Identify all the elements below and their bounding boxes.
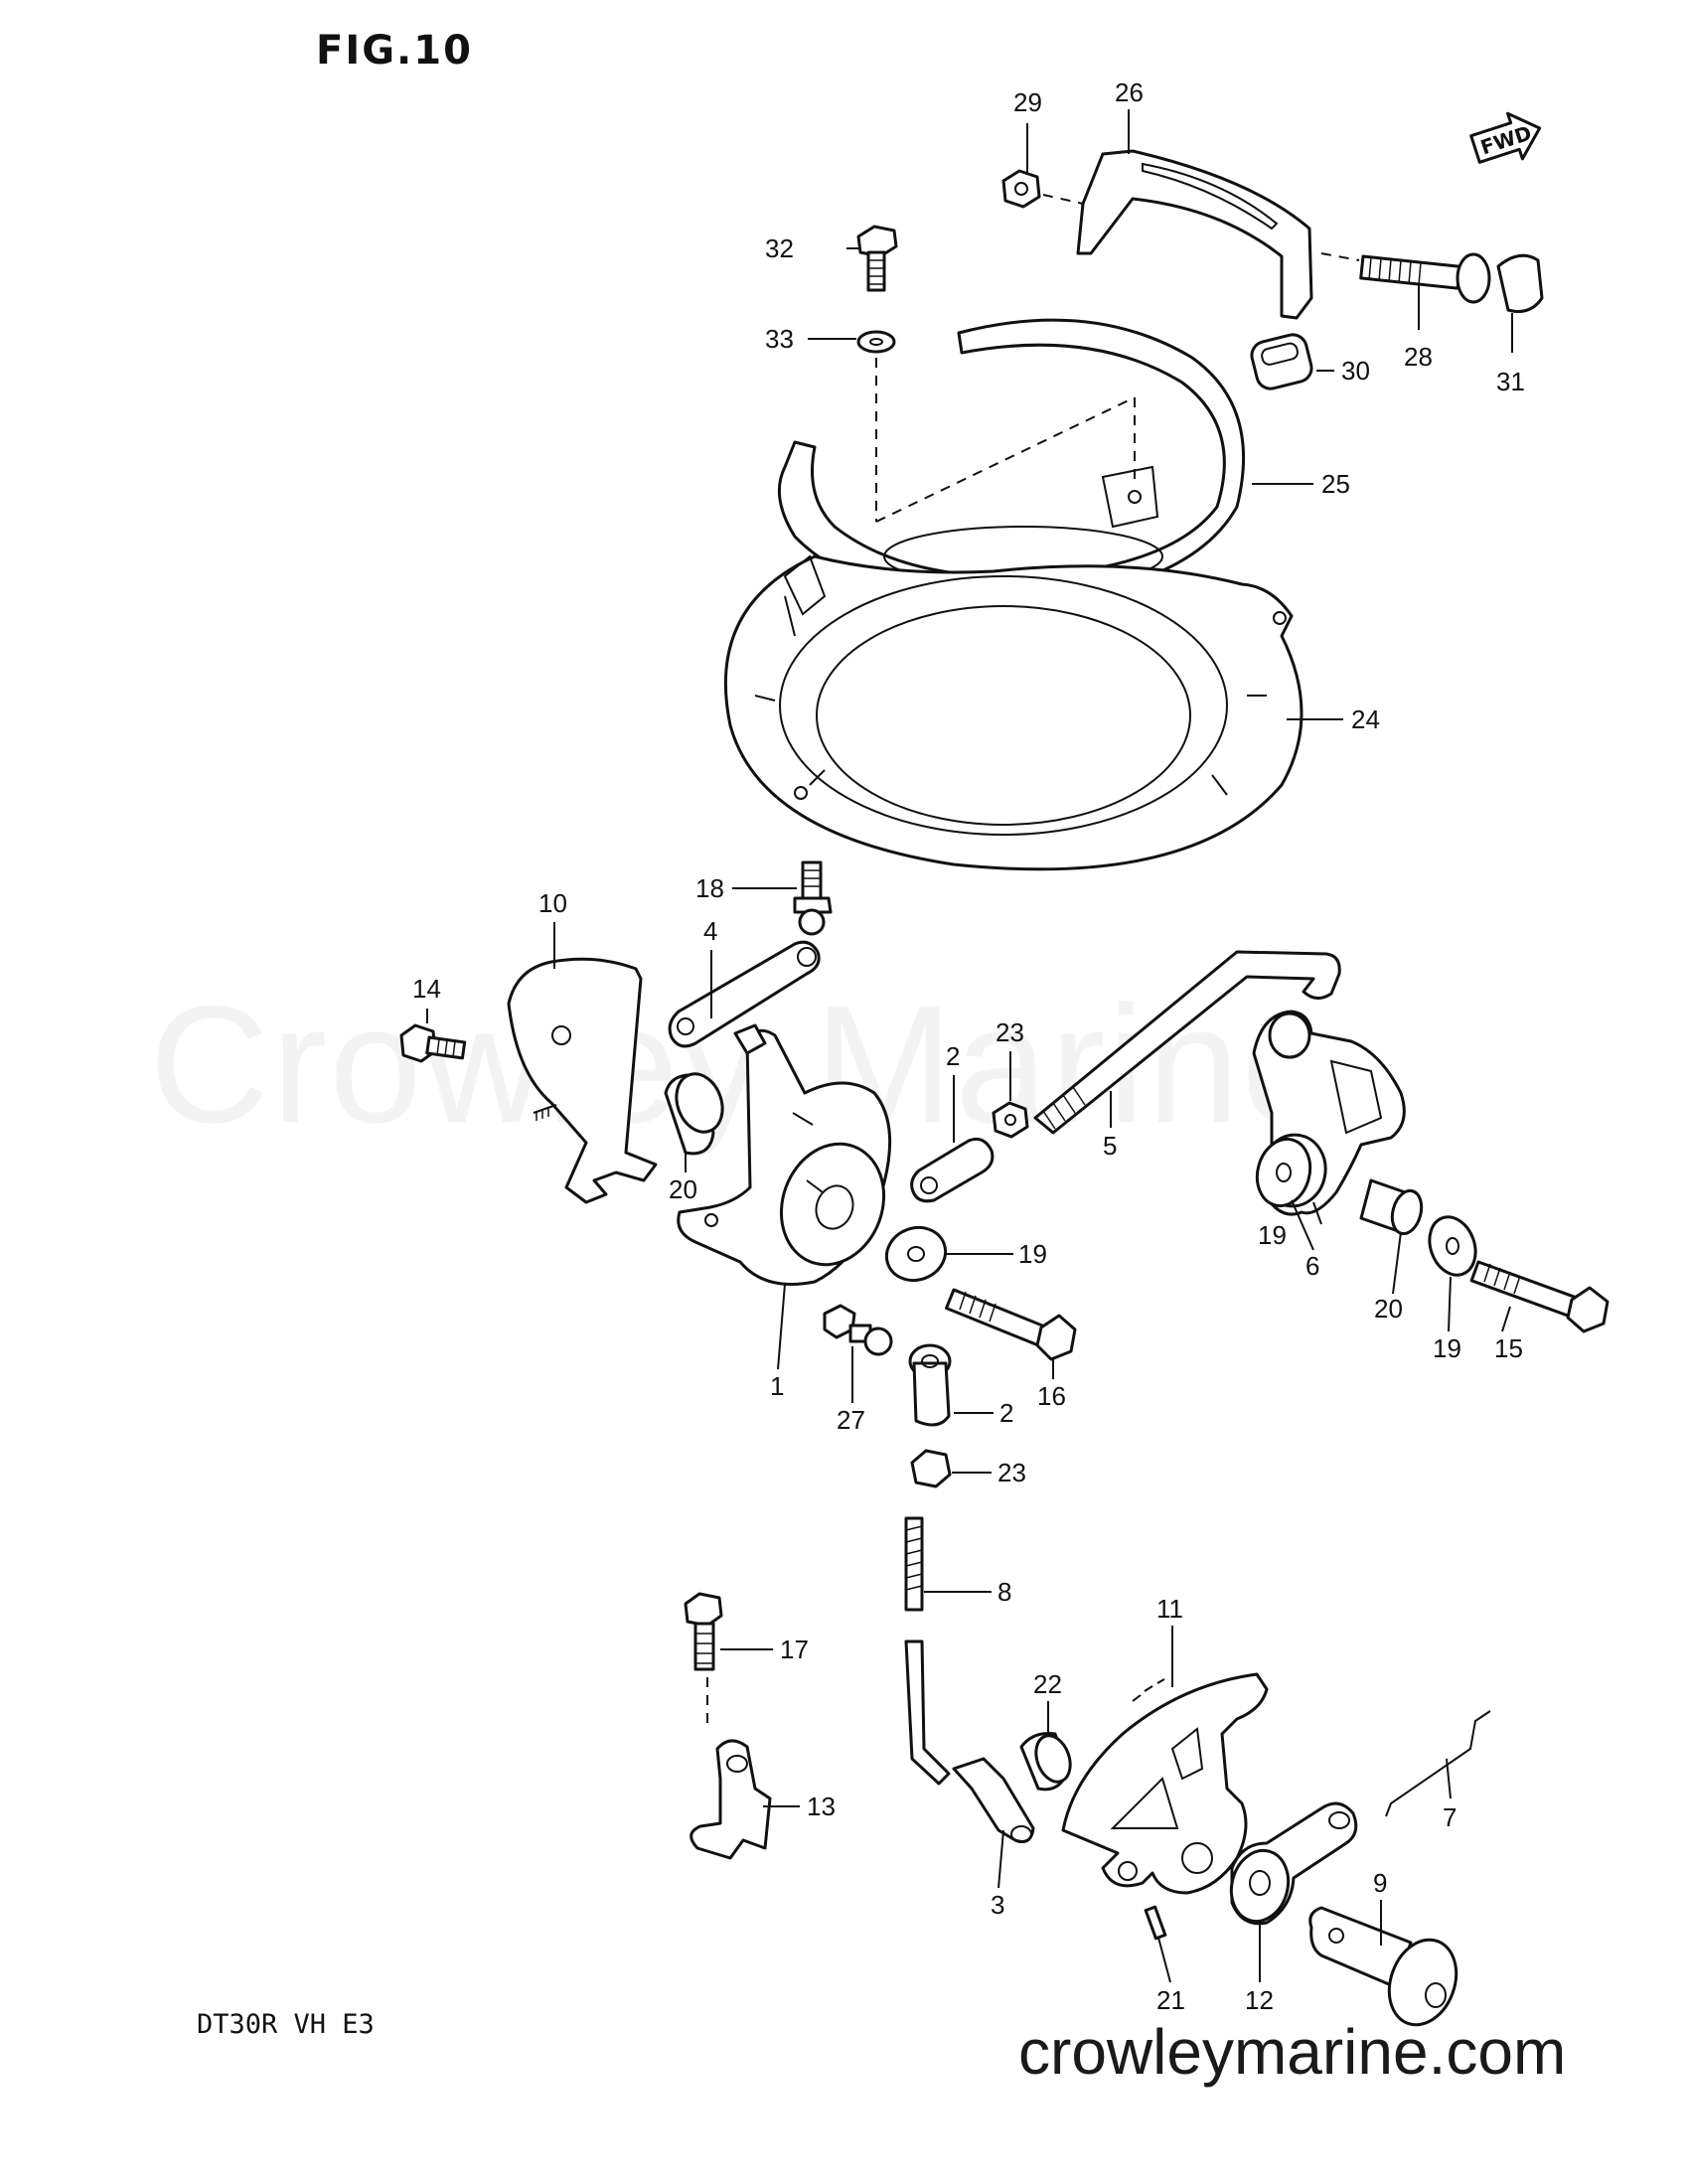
callout-3: 3 <box>991 1890 1004 1920</box>
figure-title: FIG.10 <box>316 28 473 74</box>
callout-19a: 19 <box>1018 1239 1047 1269</box>
model-code: DT30R VH E3 <box>197 2009 375 2040</box>
cam-part-11 <box>1061 1672 1269 1895</box>
site-url[interactable]: crowleymarine.com <box>1018 2016 1567 2088</box>
bracket-part-26 <box>1076 149 1313 320</box>
rod-connector-part-3 <box>904 1639 1035 1843</box>
callout-18: 18 <box>695 873 724 903</box>
screw-part-28 <box>1359 252 1491 304</box>
callout-32: 32 <box>765 234 794 263</box>
callout-12: 12 <box>1245 1985 1274 2015</box>
grommet-part-30 <box>1250 333 1313 390</box>
shaft-part-9 <box>1308 1906 1458 2027</box>
plate-part-10 <box>507 957 658 1204</box>
bolt-part-16 <box>945 1288 1077 1361</box>
connector-part-2a <box>910 1137 995 1203</box>
callout-14: 14 <box>412 974 441 1004</box>
callout-28: 28 <box>1404 342 1433 372</box>
bolt-part-15 <box>1469 1260 1610 1333</box>
callout-2a: 2 <box>946 1041 960 1071</box>
callout-7: 7 <box>1443 1802 1457 1832</box>
pin-part-21 <box>1144 1905 1167 1941</box>
callout-19b: 19 <box>1258 1220 1287 1250</box>
collar-part-22 <box>1019 1732 1072 1792</box>
rod-part-5 <box>1033 950 1341 1135</box>
callout-10: 10 <box>538 888 567 918</box>
callout-20a: 20 <box>669 1174 697 1204</box>
nut-part-23a <box>992 1101 1029 1139</box>
spring-part-7 <box>1385 1710 1491 1817</box>
collar-part-20b <box>1359 1178 1424 1236</box>
threaded-rod-part-8 <box>904 1516 924 1612</box>
callout-20b: 20 <box>1374 1294 1403 1324</box>
ring-part-24 <box>723 554 1304 871</box>
ring-part-25 <box>777 318 1246 604</box>
washer-part-19a <box>884 1226 948 1282</box>
washer-part-19c <box>1428 1215 1477 1277</box>
callout-1: 1 <box>770 1371 784 1401</box>
callout-19c: 19 <box>1433 1333 1461 1363</box>
callout-2b: 2 <box>999 1398 1013 1428</box>
callout-24: 24 <box>1351 704 1380 734</box>
link-rod-part-4 <box>668 940 821 1048</box>
ball-stud-part-27 <box>823 1304 893 1356</box>
callout-4: 4 <box>703 916 717 946</box>
callout-25: 25 <box>1321 469 1350 499</box>
callout-30: 30 <box>1341 356 1370 386</box>
callout-23b: 23 <box>997 1458 1026 1487</box>
callout-5: 5 <box>1103 1131 1117 1161</box>
callout-6: 6 <box>1305 1251 1319 1281</box>
fwd-arrow-icon: FWD <box>1469 111 1542 164</box>
callout-29: 29 <box>1013 87 1042 117</box>
callout-16: 16 <box>1037 1381 1066 1411</box>
callout-13: 13 <box>807 1792 836 1821</box>
nut-part-29 <box>1001 169 1041 209</box>
washer-part-19b <box>1255 1137 1312 1208</box>
washer-part-33 <box>856 330 896 354</box>
callout-22: 22 <box>1033 1669 1062 1699</box>
callout-33: 33 <box>765 324 794 354</box>
collar-part-20a <box>664 1072 724 1156</box>
callout-9: 9 <box>1373 1868 1387 1898</box>
callout-31: 31 <box>1496 367 1525 396</box>
bolt-part-14 <box>399 1023 467 1063</box>
leader-lines <box>426 109 1513 1983</box>
callout-21: 21 <box>1156 1985 1185 2015</box>
callout-17: 17 <box>780 1635 809 1664</box>
cap-part-31 <box>1496 253 1544 313</box>
bolt-part-32 <box>856 225 898 292</box>
callout-27: 27 <box>837 1405 865 1435</box>
callout-11: 11 <box>1156 1594 1183 1624</box>
callout-15: 15 <box>1494 1333 1523 1363</box>
nut-part-23b <box>910 1449 952 1488</box>
callout-23a: 23 <box>996 1017 1024 1047</box>
callout-labels: 29 26 32 33 28 31 30 25 24 18 10 14 4 23… <box>412 78 1525 2015</box>
stud-part-18 <box>793 860 833 936</box>
connector-part-2b <box>908 1343 952 1427</box>
callout-8: 8 <box>997 1577 1011 1607</box>
callout-26: 26 <box>1115 78 1144 107</box>
bolt-part-17 <box>684 1592 723 1671</box>
bracket-part-13 <box>690 1739 772 1860</box>
lever-part-1 <box>677 1023 892 1286</box>
